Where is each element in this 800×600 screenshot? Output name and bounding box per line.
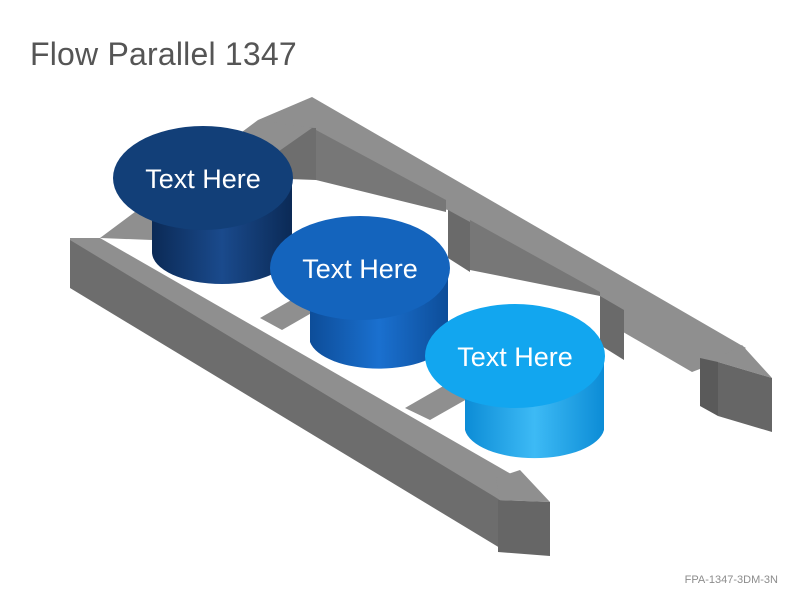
inner-wall-a [316,130,446,212]
disc-2-label: Text Here [302,254,418,284]
disc-3-label: Text Here [457,342,573,372]
disc-2: Text Here [270,216,450,369]
slide-code: FPA-1347-3DM-3N [684,574,778,586]
bottom-rail-top [70,238,518,500]
rung-2-side [448,210,470,272]
frame-structure [70,97,772,556]
page-title: Flow Parallel 1347 [30,36,297,72]
disc-1-label: Text Here [145,164,261,194]
top-arrow-head-front [718,362,772,432]
bottom-rail-front [70,240,500,548]
bottom-arrow-head-top [496,470,550,502]
disc-2-top [270,216,450,320]
top-arrow-head-side [700,358,718,416]
rung-3-side [600,296,624,360]
disc-1-top [113,126,293,230]
disc-3: Text Here [425,304,605,459]
disc-1: Text Here [113,126,293,284]
disc-3-top [425,304,605,408]
bottom-arrow-head-front [498,500,550,556]
top-arrow-head-top [692,345,772,378]
inner-wall-b [470,220,600,296]
